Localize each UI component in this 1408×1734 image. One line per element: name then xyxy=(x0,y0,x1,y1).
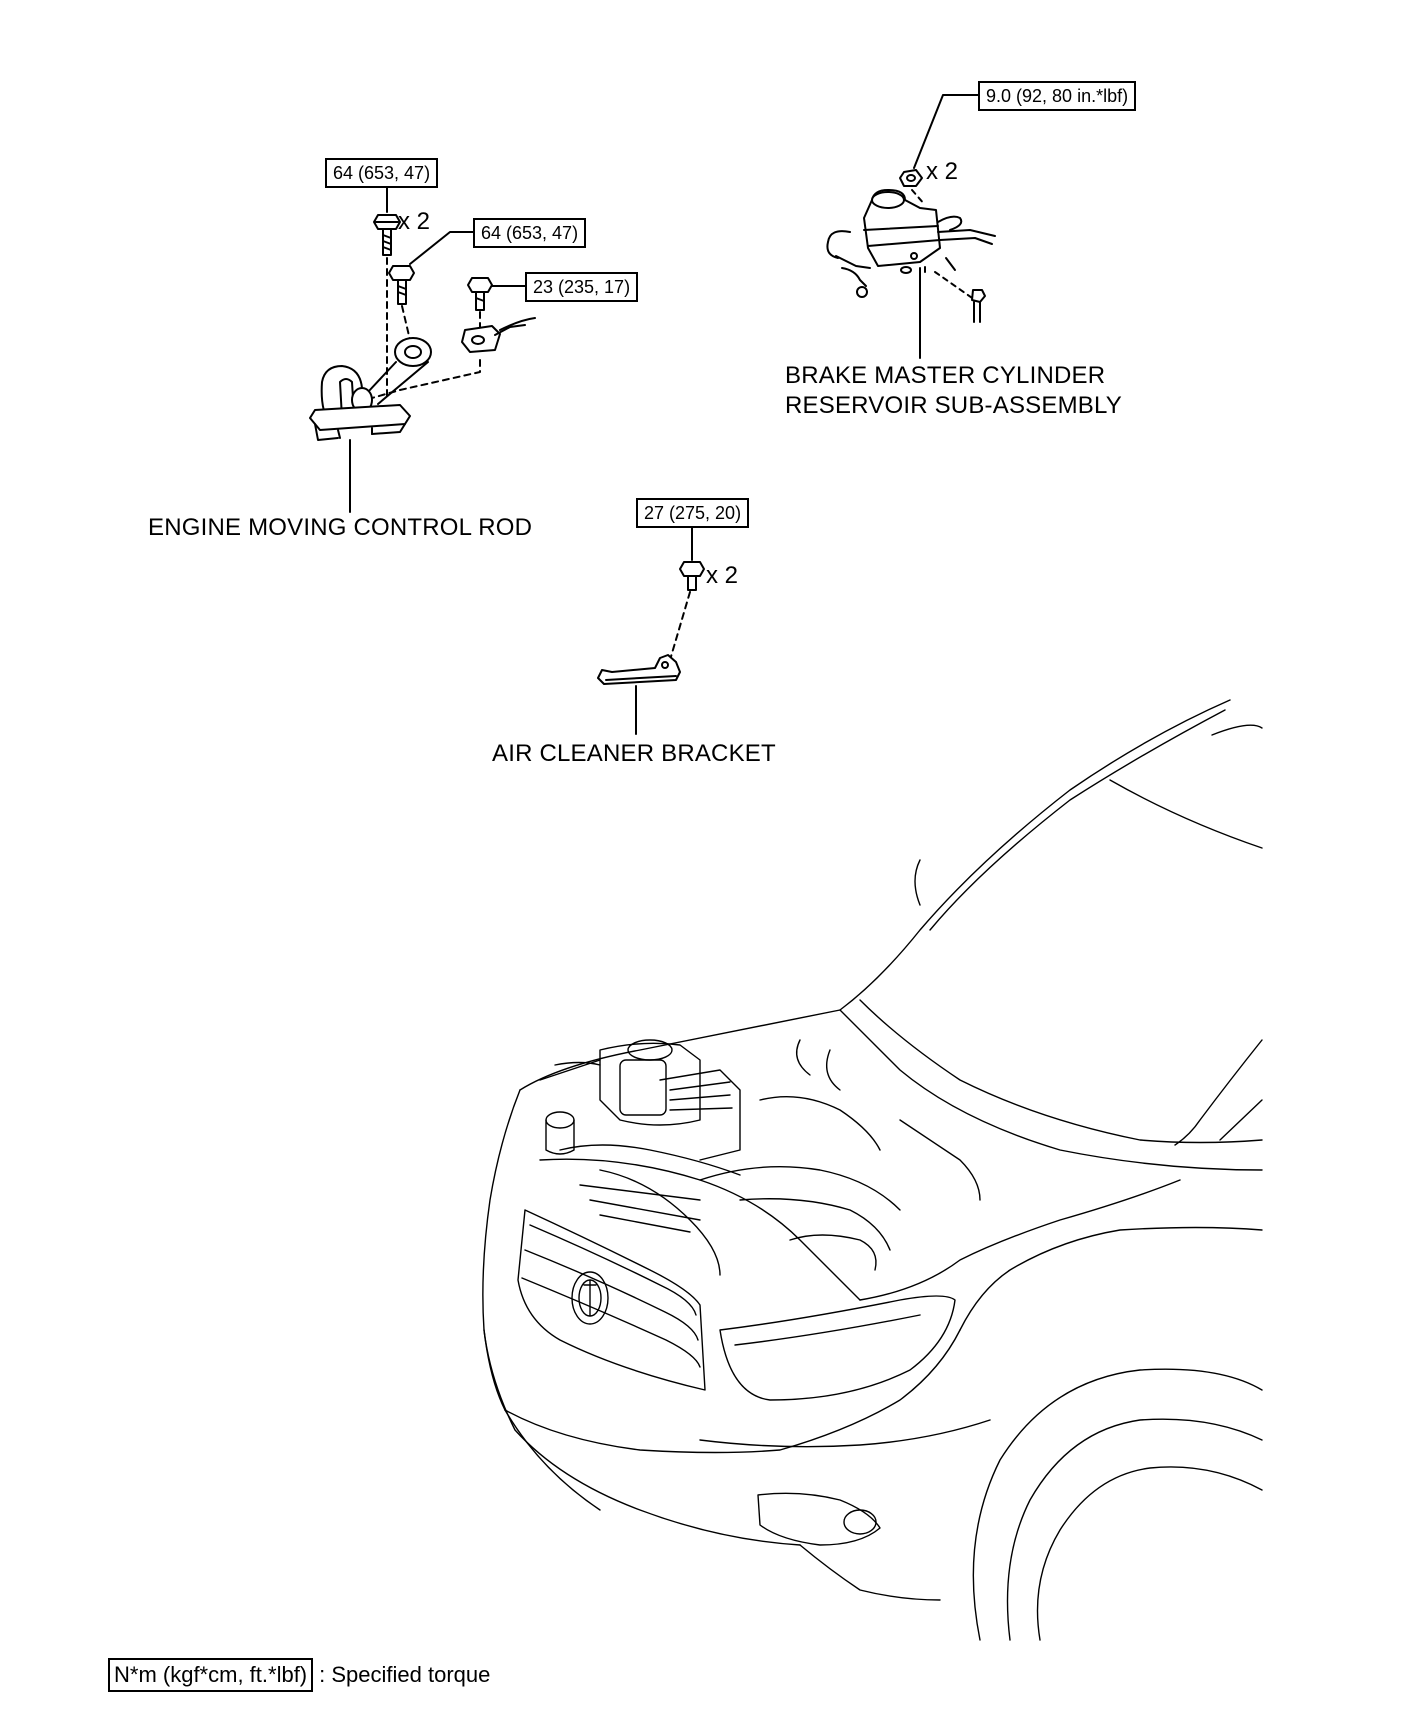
label-engine-moving-control-rod: ENGINE MOVING CONTROL ROD xyxy=(148,514,533,541)
vehicle-outline xyxy=(483,700,1262,1640)
qty-bracket-bolts: x 2 xyxy=(706,562,739,589)
torque-box-reservoir-nut: 9.0 (92, 80 in.*lbf) xyxy=(978,81,1137,111)
reservoir-icon xyxy=(827,190,995,297)
reservoir-stud-icon xyxy=(972,290,985,322)
brake-reservoir-group xyxy=(827,95,995,358)
engine-moving-control-rod-group xyxy=(310,186,535,512)
legend-description: : Specified torque xyxy=(319,1662,491,1687)
label-air-cleaner-bracket: AIR CLEANER BRACKET xyxy=(492,740,776,767)
control-rod-icon xyxy=(368,338,431,404)
bracket-bolt-icon xyxy=(680,562,704,590)
rod-bolt-icon xyxy=(374,215,400,255)
engine-mount-icon xyxy=(310,366,410,440)
reservoir-nut-icon xyxy=(900,170,922,186)
torque-box-harness-bolt: 23 (235, 17) xyxy=(525,272,639,302)
bracket-icon xyxy=(598,655,680,684)
torque-box-rod-bolt-single: 64 (653, 47) xyxy=(473,218,587,248)
legend-unit-box: N*m (kgf*cm, ft.*lbf) xyxy=(108,1658,314,1692)
label-brake-reservoir-line1: BRAKE MASTER CYLINDER xyxy=(785,362,1106,389)
harness-clamp-icon xyxy=(462,318,535,352)
torque-box-rod-bolts: 64 (653, 47) xyxy=(325,158,439,188)
air-cleaner-bracket-group xyxy=(598,528,704,734)
torque-legend: N*m (kgf*cm, ft.*lbf) : Specified torque xyxy=(108,1658,490,1692)
qty-reservoir-nut: x 2 xyxy=(926,158,959,185)
torque-box-bracket-bolts: 27 (275, 20) xyxy=(636,498,750,528)
rod-bolt-single-icon xyxy=(389,266,414,304)
label-brake-reservoir-line2: RESERVOIR SUB-ASSEMBLY xyxy=(785,392,1122,419)
qty-rod-bolts: x 2 xyxy=(398,208,431,235)
harness-bolt-icon xyxy=(468,278,492,310)
